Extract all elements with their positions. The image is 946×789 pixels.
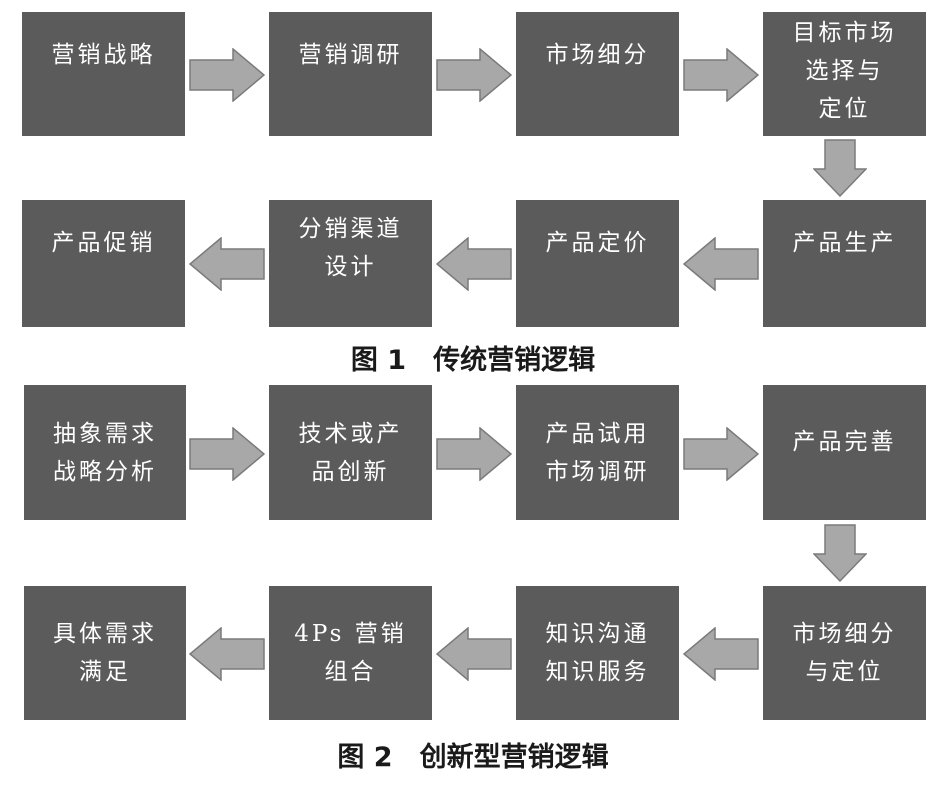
- node-text-line: 定位: [818, 96, 871, 122]
- node-text-line: 组合: [324, 659, 377, 685]
- node-text-line: 分销渠道: [298, 216, 403, 242]
- node-text-line: 满足: [79, 659, 131, 685]
- node-text-line: 抽象需求: [53, 420, 157, 447]
- node-text-line: 市场调研: [545, 458, 650, 485]
- fig2-node-tech-product-innovation: 技术或产 品创新: [269, 385, 432, 520]
- fig2-node-knowledge-communication: 知识沟通 知识服务: [516, 586, 679, 720]
- node-text-line: 技术或产: [298, 420, 403, 447]
- left-arrow-icon: [436, 627, 512, 681]
- right-arrow-icon: [189, 427, 265, 481]
- node-text-line: 与定位: [805, 659, 884, 685]
- fig1-node-target-market-positioning: 目标市场 选择与 定位: [763, 12, 926, 136]
- left-arrow-icon: [189, 627, 265, 681]
- node-text-line: 产品完善: [792, 429, 897, 455]
- node-text-line: 营销战略: [51, 42, 156, 68]
- down-arrow-icon: [813, 524, 867, 582]
- left-arrow-icon: [436, 237, 512, 291]
- fig1-node-market-segmentation: 市场细分: [516, 12, 679, 136]
- figure2-caption: 图 2 创新型营销逻辑: [337, 742, 609, 773]
- fig2-node-concrete-demand: 具体需求 满足: [24, 586, 186, 720]
- left-arrow-icon: [189, 237, 265, 291]
- node-text-line: 产品定价: [545, 230, 650, 256]
- node-text-line: 产品试用: [545, 420, 650, 447]
- node-text-line: 设计: [324, 254, 377, 280]
- node-text-line: 市场细分: [792, 621, 897, 647]
- node-text-line: 市场细分: [545, 42, 650, 68]
- node-text-line: 营销调研: [298, 42, 403, 68]
- node-text-line: 具体需求: [53, 621, 157, 647]
- fig1-node-product-promotion: 产品促销: [22, 200, 185, 327]
- right-arrow-icon: [683, 427, 759, 481]
- node-text-line: 产品促销: [51, 230, 156, 256]
- fig2-node-product-improvement: 产品完善: [763, 385, 926, 520]
- fig2-node-segmentation-positioning: 市场细分 与定位: [763, 586, 926, 720]
- node-text-line: 4Ps 营销: [294, 621, 407, 647]
- down-arrow-icon: [813, 139, 867, 197]
- right-arrow-icon: [436, 48, 512, 102]
- fig1-node-product-production: 产品生产: [763, 200, 926, 327]
- fig2-node-product-trial-research: 产品试用 市场调研: [516, 385, 679, 520]
- fig1-node-marketing-strategy: 营销战略: [22, 12, 185, 136]
- right-arrow-icon: [189, 48, 265, 102]
- node-text-line: 选择与: [805, 58, 884, 84]
- node-text-line: 产品生产: [792, 230, 897, 256]
- fig2-node-abstract-demand: 抽象需求 战略分析: [24, 385, 186, 520]
- node-text-line: 战略分析: [53, 458, 157, 485]
- fig1-node-distribution-design: 分销渠道 设计: [269, 200, 432, 327]
- fig1-node-product-pricing: 产品定价: [516, 200, 679, 327]
- right-arrow-icon: [436, 427, 512, 481]
- left-arrow-icon: [683, 237, 759, 291]
- node-text-line: 知识沟通: [545, 621, 650, 647]
- fig2-node-4ps-marketing-mix: 4Ps 营销 组合: [269, 586, 432, 720]
- node-text-line: 知识服务: [545, 659, 650, 685]
- right-arrow-icon: [683, 48, 759, 102]
- node-text-line: 品创新: [311, 458, 390, 485]
- fig1-node-marketing-research: 营销调研: [269, 12, 432, 136]
- figure1-caption: 图 1 传统营销逻辑: [350, 345, 596, 376]
- node-text-line: 目标市场: [792, 20, 897, 46]
- left-arrow-icon: [683, 627, 759, 681]
